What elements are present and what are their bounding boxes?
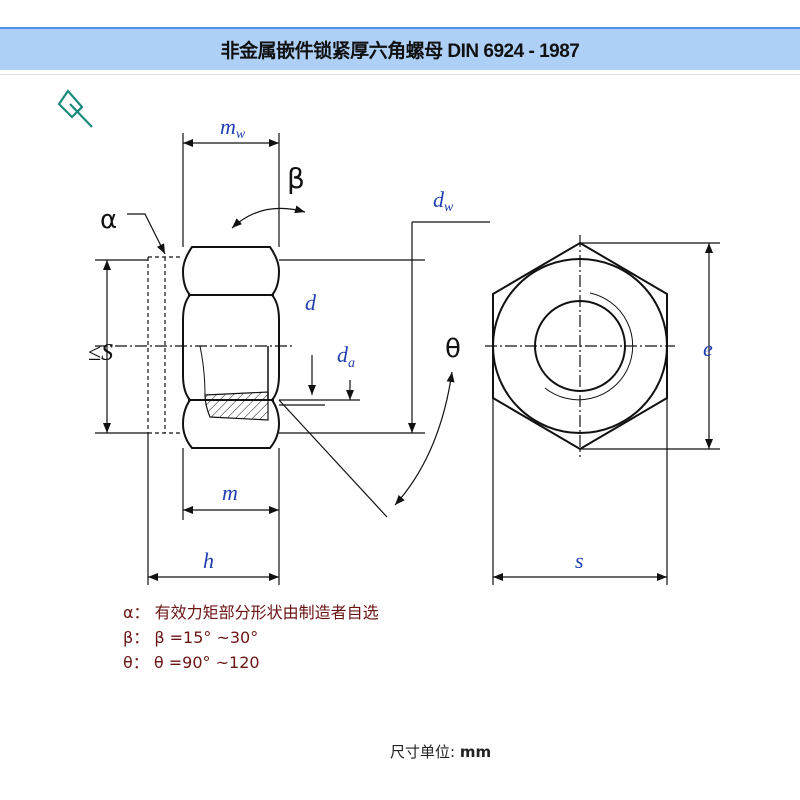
label-alpha: α [100,205,117,235]
pushpin-icon[interactable] [57,89,93,128]
title-bar: 非金属嵌件锁紧厚六角螺母 DIN 6924 - 1987 [0,27,800,70]
label-e: e [703,336,713,361]
label-m: m [222,480,238,505]
label-da: da [337,342,355,371]
label-theta: θ [445,334,461,364]
unit-note: 尺寸单位: mm [390,743,492,761]
label-dw: dw [433,187,454,215]
page-title: 非金属嵌件锁紧厚六角螺母 DIN 6924 - 1987 [220,41,580,62]
legend-beta: β： β =15° ~30° [123,628,259,647]
label-s: s [575,548,584,573]
label-s-max: ≤S [88,340,113,366]
label-beta: β [287,162,305,195]
label-d: d [305,290,317,315]
legend-alpha: α： 有效力矩部分形状由制造者自选 [123,603,379,622]
label-h: h [203,548,214,573]
legend-theta: θ： θ =90° ~120 [123,653,260,672]
divider [0,74,800,75]
label-mw: mw [220,114,246,142]
